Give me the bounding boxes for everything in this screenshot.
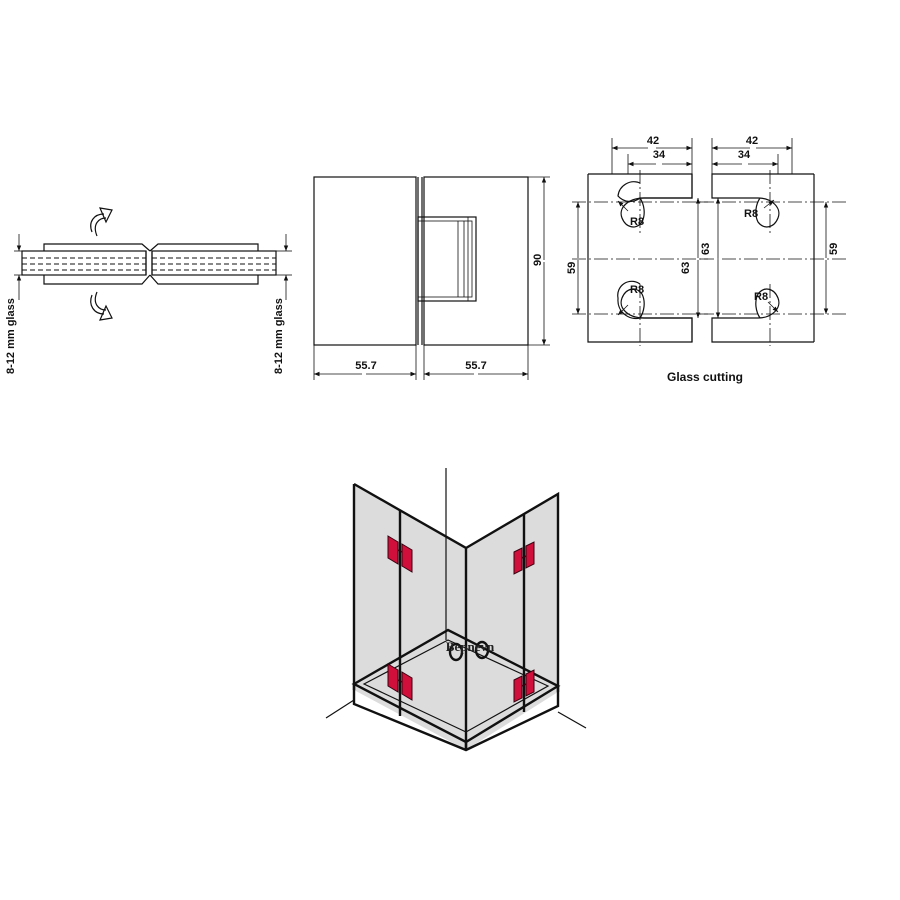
radius-label-bottom-right: R8: [754, 291, 768, 303]
glass-thickness-label-right: 8-12 mm glass: [273, 298, 285, 374]
cut-spacing-inner-left: 59: [566, 262, 578, 274]
radius-label-bottom-left: R8: [630, 284, 644, 296]
width-label-left: 55.7: [355, 360, 376, 372]
cut-inner-width-right: 34: [738, 149, 751, 161]
cut-outer-width-right: 42: [746, 135, 758, 147]
cut-outer-width-left: 42: [647, 135, 659, 147]
glass-cutting-caption: Glass cutting: [667, 370, 743, 384]
glass-cutting-right-panel: R8 R8 42 34 63 59: [700, 135, 846, 346]
hinge-front-view: 90 55.7 55.7: [313, 176, 550, 380]
hinge-marker-bottom-left: [387, 663, 413, 701]
hinge-plate-right: [423, 176, 529, 346]
rotation-arrow-down-icon: [90, 291, 113, 321]
hinge-plate-left: [313, 176, 417, 346]
shower-enclosure-illustration: Bepnevn: [325, 468, 587, 752]
glass-thickness-dim-left: 8-12 mm glass: [5, 234, 24, 374]
glass-cutting-left-panel: R8 R8 42 34 59 63: [566, 135, 708, 346]
hinge-knuckle: [417, 216, 477, 302]
width-label-right: 55.7: [465, 360, 486, 372]
glass-panel-left-section: [21, 250, 147, 276]
height-dimension: 90: [528, 176, 550, 346]
hinge-marker-bottom-right: [513, 669, 535, 703]
door-knob-right-icon: [474, 640, 490, 660]
watermark-text: Bepnevn: [446, 639, 495, 654]
rotation-arrow-up-icon: [90, 207, 113, 237]
hinge-plates-section: [43, 243, 259, 285]
hinge-section-view: 8-12 mm glass 8-12 mm glass: [5, 207, 292, 374]
glass-thickness-label-left: 8-12 mm glass: [5, 298, 17, 374]
cut-spacing-outer-left: 63: [680, 262, 692, 274]
cut-inner-width-left: 34: [653, 149, 666, 161]
height-label: 90: [532, 254, 544, 266]
cut-spacing-outer-right: 63: [700, 243, 712, 255]
hinge-marker-top-left: [387, 535, 413, 573]
hinge-marker-top-right: [513, 541, 535, 575]
width-dimensions: 55.7 55.7: [313, 345, 529, 380]
radius-label-top-right: R8: [744, 208, 758, 220]
cut-spacing-inner-right: 59: [828, 243, 840, 255]
glass-panel-right-section: [151, 250, 277, 276]
radius-label-top-left: R8: [630, 216, 644, 228]
glass-thickness-dim-right: 8-12 mm glass: [273, 234, 292, 374]
door-knob-left-icon: [448, 642, 464, 662]
